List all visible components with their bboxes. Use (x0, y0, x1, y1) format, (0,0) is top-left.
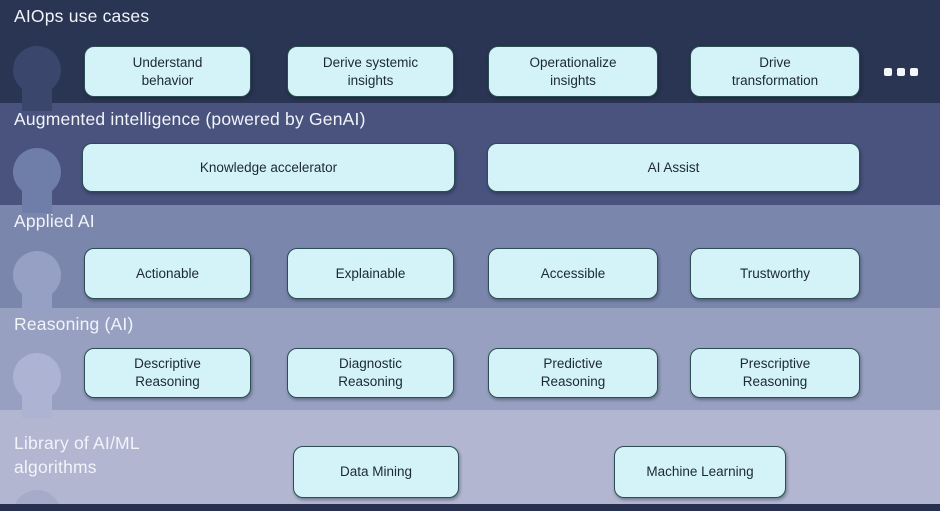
node-accessible: Accessible (488, 248, 658, 299)
node-diagnostic-reasoning: Diagnostic Reasoning (287, 348, 454, 398)
layer-title-aiops-use-cases: AIOps use cases (14, 6, 150, 26)
layer-title-applied-ai: Applied AI (14, 211, 95, 231)
node-actionable: Actionable (84, 248, 251, 299)
node-knowledge-accelerator: Knowledge accelerator (82, 143, 455, 192)
bottom-edge (0, 504, 940, 511)
node-predictive-reasoning: Predictive Reasoning (488, 348, 658, 398)
layer-title-augmented-intelligence: Augmented intelligence (powered by GenAI… (14, 109, 366, 129)
node-prescriptive-reasoning: Prescriptive Reasoning (690, 348, 860, 398)
node-ai-assist: AI Assist (487, 143, 860, 192)
layer-title-reasoning-ai: Reasoning (AI) (14, 314, 134, 334)
node-explainable: Explainable (287, 248, 454, 299)
node-trustworthy: Trustworthy (690, 248, 860, 299)
layer-aiops-use-cases: AIOps use cases Understand behavior Deri… (0, 0, 940, 103)
layer-title-library-ai-ml: Library of AI/ML algorithms (14, 433, 140, 477)
node-derive-systemic-insights: Derive systemic insights (287, 46, 454, 97)
node-data-mining: Data Mining (293, 446, 459, 498)
layer-library-ai-ml: Library of AI/ML algorithms Data Mining … (0, 410, 940, 511)
node-drive-transformation: Drive transformation (690, 46, 860, 97)
node-operationalize-insights: Operationalize insights (488, 46, 658, 97)
layer-augmented-intelligence: Augmented intelligence (powered by GenAI… (0, 103, 940, 205)
node-descriptive-reasoning: Descriptive Reasoning (84, 348, 251, 398)
layer-reasoning-ai: Reasoning (AI) Descriptive Reasoning Dia… (0, 308, 940, 410)
more-ellipsis-icon (884, 68, 918, 76)
layer-applied-ai: Applied AI Actionable Explainable Access… (0, 205, 940, 308)
node-understand-behavior: Understand behavior (84, 46, 251, 97)
node-machine-learning: Machine Learning (614, 446, 786, 498)
